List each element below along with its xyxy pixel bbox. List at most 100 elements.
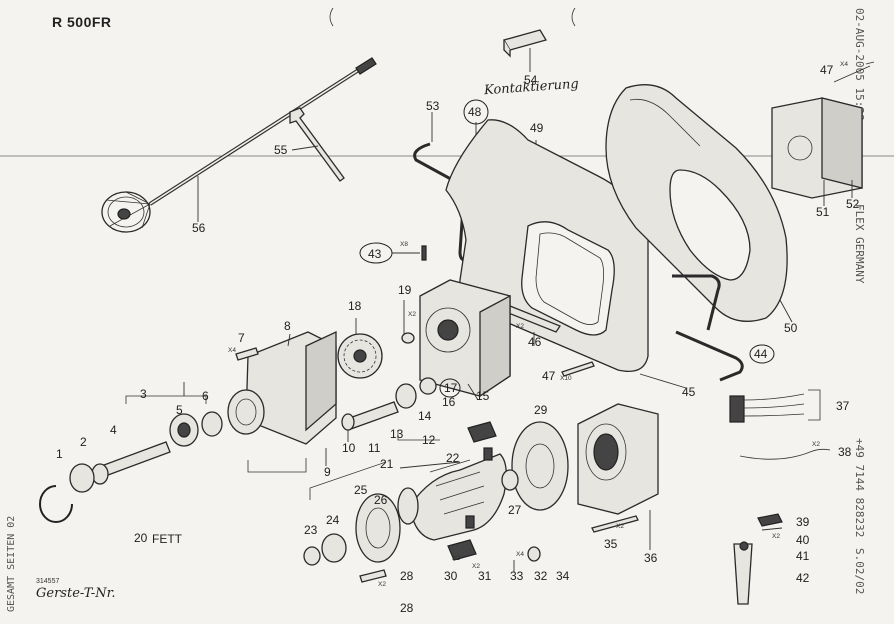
part-label-38: 38	[838, 445, 852, 459]
part-label-43: 43	[368, 247, 382, 261]
part-32	[527, 546, 541, 562]
spring-44	[675, 330, 744, 382]
part-label-28-upper: 28	[400, 601, 414, 615]
part-label-13: 13	[390, 427, 404, 441]
part-label-16: 16	[442, 395, 456, 409]
part-label-53: 53	[426, 99, 440, 113]
part-label-51: 51	[816, 205, 830, 219]
part-label-30: 30	[444, 569, 458, 583]
part-54	[503, 29, 547, 72]
part-label-10: 10	[342, 441, 356, 455]
end-cap-51-52	[771, 61, 875, 206]
gear-18	[337, 318, 383, 379]
handle-50	[605, 84, 793, 323]
brush-holder-31	[467, 421, 497, 443]
document-number: 314557	[36, 578, 60, 585]
part-label-3: 3	[140, 387, 147, 401]
model-title: R 500FR	[52, 14, 112, 30]
part-label-34: 34	[556, 569, 570, 583]
part-label-32: 32	[534, 569, 548, 583]
qty-47-upper: X4	[840, 61, 848, 68]
mixing-paddle-56	[101, 57, 377, 233]
qty-46: X2	[516, 323, 524, 330]
spindle-4	[91, 441, 171, 485]
qty-47-lower: X10	[560, 375, 572, 382]
part-label-8: 8	[284, 319, 291, 333]
shaft-11-13	[341, 401, 399, 442]
part-label-9: 9	[324, 465, 331, 479]
part-label-55: 55	[274, 143, 288, 157]
part-23	[303, 546, 321, 566]
part-label-12: 12	[422, 433, 436, 447]
screw-7	[235, 347, 259, 361]
baffle-29	[511, 421, 569, 511]
part-label-28-lower: 28	[400, 569, 414, 583]
qty-43: X8	[400, 241, 408, 248]
part-label-56: 56	[192, 221, 206, 235]
part-label-1: 1	[56, 447, 63, 461]
qty-30: X2	[452, 555, 460, 562]
fan-26	[309, 461, 401, 563]
ring-6	[201, 411, 223, 437]
wrench-55	[289, 107, 345, 182]
part-label-47-lower: 47	[542, 369, 556, 383]
gear-14	[395, 383, 417, 409]
gear-housing-15	[419, 279, 511, 401]
qty-38: X2	[812, 441, 820, 448]
part-label-17: 17	[444, 381, 458, 395]
part-label-39: 39	[796, 515, 810, 529]
qty-35: X2	[616, 523, 624, 530]
housing-8	[227, 330, 337, 466]
part-label-22: 22	[446, 451, 460, 465]
cable-sleeve-42	[733, 541, 753, 605]
part-label-6: 6	[202, 389, 209, 403]
cable-37	[729, 389, 821, 423]
part-label-14: 14	[418, 409, 432, 423]
circlip-1	[39, 485, 73, 523]
part-label-5: 5	[176, 403, 183, 417]
clamp-39	[757, 513, 783, 527]
part-label-25: 25	[354, 483, 368, 497]
part-label-4: 4	[110, 423, 117, 437]
part-label-33: 33	[510, 569, 524, 583]
part-label-46: 46	[528, 335, 542, 349]
part-label-15: 15	[476, 389, 490, 403]
part-label-44: 44	[754, 347, 768, 361]
part-label-26: 26	[374, 493, 388, 507]
part-label-48: 48	[468, 105, 482, 119]
part-label-35: 35	[604, 537, 618, 551]
qty-40: X2	[772, 533, 780, 540]
part-label-52: 52	[846, 197, 860, 211]
grease-label: FETT	[152, 532, 182, 546]
part-label-37: 37	[836, 399, 850, 413]
part-label-41: 41	[796, 549, 810, 563]
qty-19: X2	[408, 311, 416, 318]
part-label-40: 40	[796, 533, 810, 547]
part-label-36: 36	[644, 551, 658, 565]
part-label-27: 27	[508, 503, 522, 517]
part-label-2: 2	[80, 435, 87, 449]
part-label-20: 20	[134, 531, 148, 545]
ring-2	[69, 463, 95, 493]
part-label-23: 23	[304, 523, 318, 537]
screw-28	[359, 569, 387, 583]
part-label-42: 42	[796, 571, 810, 585]
qty-33: X4	[516, 551, 524, 558]
part-label-19: 19	[398, 283, 412, 297]
qty-31: X2	[472, 563, 480, 570]
bearing-24	[321, 533, 347, 563]
part-label-50: 50	[784, 321, 798, 335]
part-label-31: 31	[478, 569, 492, 583]
part-label-7: 7	[238, 331, 245, 345]
part-label-45: 45	[682, 385, 696, 399]
cable-38	[739, 448, 831, 460]
punch-mark	[329, 7, 334, 27]
part-label-11: 11	[368, 441, 381, 455]
part-label-24: 24	[326, 513, 340, 527]
screw-35	[591, 515, 639, 533]
part-label-29: 29	[534, 403, 548, 417]
screw-43	[359, 242, 427, 264]
